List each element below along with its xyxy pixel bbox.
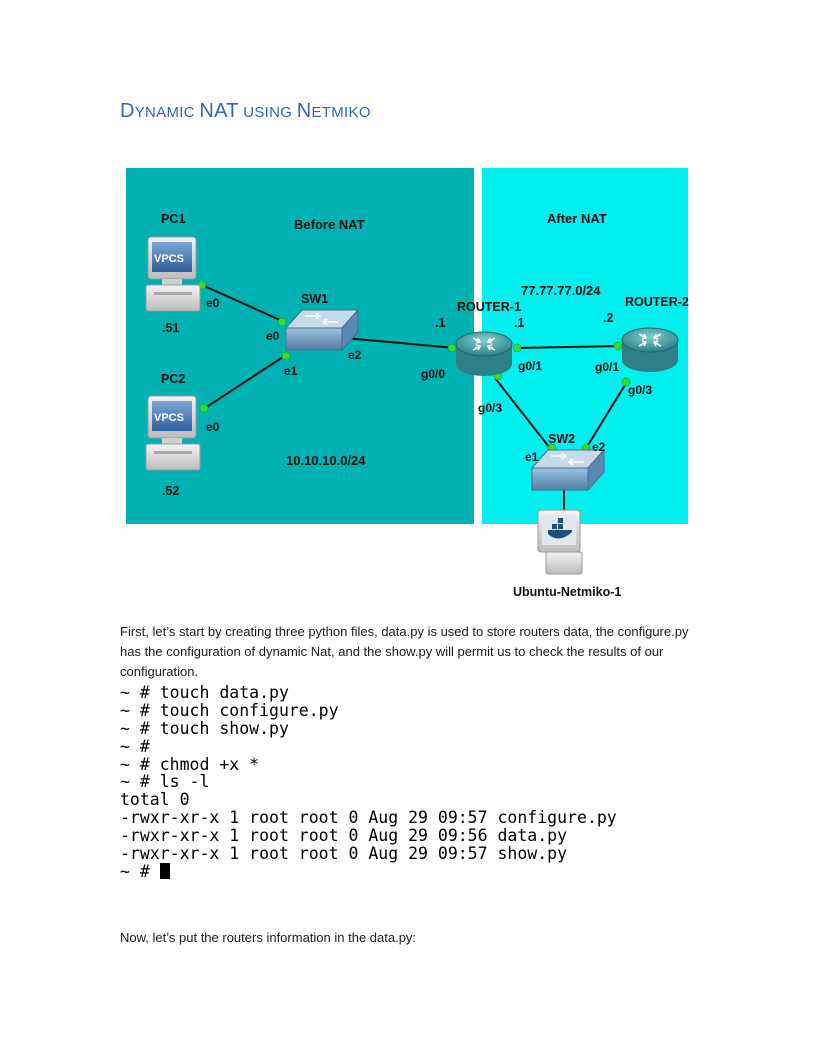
pc1-computer-icon: VPCS	[145, 236, 201, 312]
pc2-port-label: e0	[206, 420, 220, 434]
terminal-line: ~ # ls -l	[120, 772, 210, 792]
link-router1-router2	[514, 345, 621, 349]
sw1-name-label: SW1	[301, 292, 328, 306]
router1-port-g01-label: g0/1	[518, 359, 542, 373]
before-nat-label: Before NAT	[294, 217, 365, 232]
sw1-port-e1-label: e1	[284, 364, 298, 378]
link-sw1-router1	[344, 337, 456, 349]
router1-outside-ip-label: .1	[514, 316, 524, 330]
sw1-switch-icon	[284, 308, 360, 352]
terminal-line: ~ #	[120, 736, 150, 756]
terminal-line: ~ # touch configure.py	[120, 700, 339, 720]
router2-ip-label: .2	[603, 311, 613, 325]
network-topology-diagram: Before NAT After NAT 10.10.10.0/24 77.77…	[126, 168, 689, 599]
pc1-ip-label: .51	[162, 321, 179, 335]
page-title-part: N	[296, 100, 312, 122]
sw1-port-e2-label: e2	[348, 348, 362, 362]
sw2-port-e1-label: e1	[525, 450, 539, 464]
ubuntu-name-label: Ubuntu-Netmiko-1	[513, 585, 621, 599]
router2-port-g03-label: g0/3	[628, 383, 652, 397]
sw1-port-e0-label: e0	[266, 329, 280, 343]
router1-port-g03-label: g0/3	[478, 401, 502, 415]
pc2-computer-icon: VPCS	[145, 395, 201, 471]
pc2-ip-label: .52	[162, 484, 179, 498]
terminal-output: ~ # touch data.py~ # touch configure.py~…	[120, 684, 680, 881]
terminal-line: ~ # touch show.py	[120, 718, 289, 738]
terminal-prompt-line: ~ #	[120, 861, 680, 881]
outro-paragraph: Now, let’s put the routers information i…	[120, 930, 417, 945]
link-pc1-sw1	[199, 283, 281, 321]
ubuntu-docker-host-icon	[537, 509, 583, 575]
pc1-port-label: e0	[206, 296, 220, 310]
router2-router-icon	[621, 327, 679, 372]
page-title-part: USING	[238, 104, 297, 121]
terminal-cursor	[159, 862, 170, 879]
port-dots	[197, 280, 631, 453]
page-title-part: NAT	[199, 100, 239, 122]
page-title: DYNAMIC NAT USING NETMIKO	[120, 100, 371, 123]
link-router1-sw2	[494, 377, 554, 453]
page-title-part: YNAMIC	[134, 104, 200, 121]
inside-network-label: 10.10.10.0/24	[286, 453, 366, 468]
terminal-line: total 0	[120, 790, 190, 810]
pc1-name-label: PC1	[161, 212, 185, 226]
router2-name-label: ROUTER-2	[625, 295, 689, 309]
page-title-part: D	[120, 100, 135, 122]
pc1-screen-label: VPCS	[154, 253, 184, 265]
pc2-name-label: PC2	[161, 372, 185, 386]
terminal-line: -rwxr-xr-x 1 root root 0 Aug 29 09:56 da…	[120, 826, 568, 846]
after-nat-label: After NAT	[547, 211, 607, 226]
intro-paragraph: First, let’s start by creating three pyt…	[120, 624, 689, 679]
sw2-port-e2-label: e2	[592, 440, 606, 454]
router2-port-g01-label: g0/1	[595, 360, 619, 374]
outside-network-label: 77.77.77.0/24	[521, 283, 601, 298]
terminal-line: -rwxr-xr-x 1 root root 0 Aug 29 09:57 co…	[120, 808, 617, 828]
router1-name-label: ROUTER-1	[457, 300, 521, 314]
terminal-line: ~ # chmod +x *	[120, 754, 260, 774]
terminal-line: -rwxr-xr-x 1 root root 0 Aug 29 09:57 sh…	[120, 844, 568, 864]
sw2-name-label: SW2	[548, 432, 575, 446]
page-title-part: ETMIKO	[311, 104, 371, 121]
router1-inside-ip-label: .1	[435, 316, 445, 330]
link-router2-sw2	[584, 379, 629, 451]
links	[199, 283, 629, 512]
terminal-prompt: ~ #	[120, 861, 160, 881]
sw2-switch-icon	[530, 448, 606, 492]
router1-router-icon	[455, 331, 513, 376]
pc2-screen-label: VPCS	[154, 412, 184, 424]
router1-port-g00-label: g0/0	[421, 367, 445, 381]
link-pc2-sw1	[201, 354, 287, 411]
terminal-line: ~ # touch data.py	[120, 683, 289, 702]
